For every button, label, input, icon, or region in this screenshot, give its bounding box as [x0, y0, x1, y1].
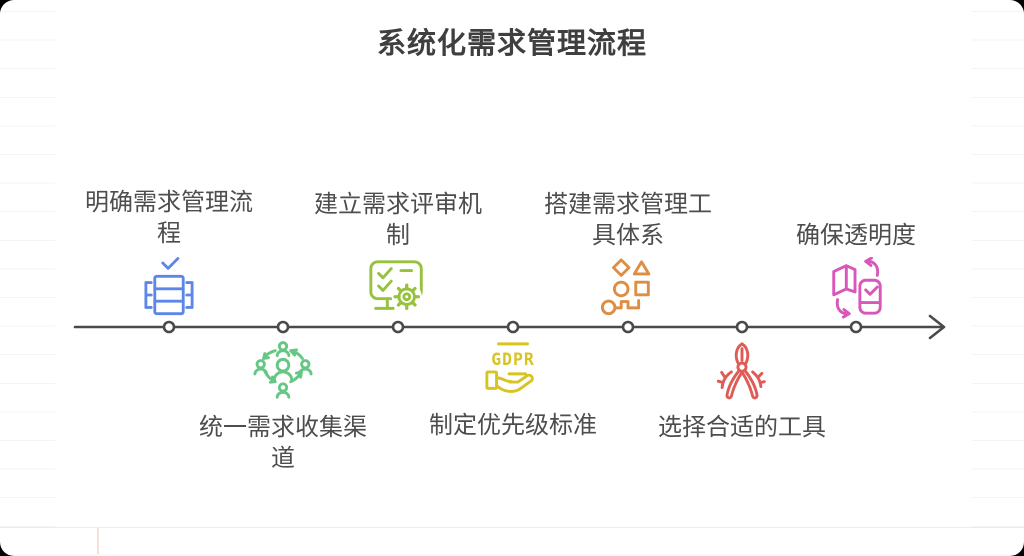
timeline-item: 确保透明度: [766, 220, 946, 319]
step-label: 搭建需求管理工具体系: [544, 191, 712, 249]
timeline-item: 选择合适的工具: [652, 340, 832, 443]
step-label: 选择合适的工具: [658, 414, 826, 441]
grid-line-vertical: [97, 528, 99, 554]
step-label: 确保透明度: [796, 222, 916, 249]
pliers-icon: [711, 340, 773, 402]
grid-line-horizontal: [0, 527, 1024, 528]
timeline-node: [849, 320, 863, 334]
timeline-item: 明确需求管理流程: [79, 187, 259, 319]
shapes-key-icon: [597, 257, 659, 319]
diagram-card: [55, 0, 972, 527]
timeline-node: [391, 320, 405, 334]
timeline-node: [506, 320, 520, 334]
device-sync-icon: [825, 257, 887, 319]
server-check-icon: [140, 255, 198, 319]
timeline-axis: [73, 314, 946, 340]
timeline-item: GDPR 制定优先级标准: [423, 340, 603, 441]
page-title: 系统化需求管理流程: [376, 28, 647, 60]
screen-review-gear-icon: [366, 257, 430, 319]
timeline-node: [735, 320, 749, 334]
step-label: 制定优先级标准: [429, 412, 597, 439]
step-label: 明确需求管理流程: [85, 189, 253, 247]
team-sync-icon: [252, 340, 314, 402]
timeline-node: [276, 320, 290, 334]
timeline-node: [621, 320, 635, 334]
gdpr-hand-icon: GDPR: [482, 340, 544, 400]
timeline-node: [162, 320, 176, 334]
timeline-item: 搭建需求管理工具体系: [538, 189, 718, 319]
timeline-item: 建立需求评审机制: [308, 189, 488, 319]
timeline-arrowhead: [928, 314, 946, 340]
gdpr-text: GDPR: [491, 350, 534, 369]
timeline-item: 统一需求收集渠道: [193, 340, 373, 474]
step-label: 统一需求收集渠道: [199, 414, 367, 472]
step-label: 建立需求评审机制: [314, 191, 482, 249]
